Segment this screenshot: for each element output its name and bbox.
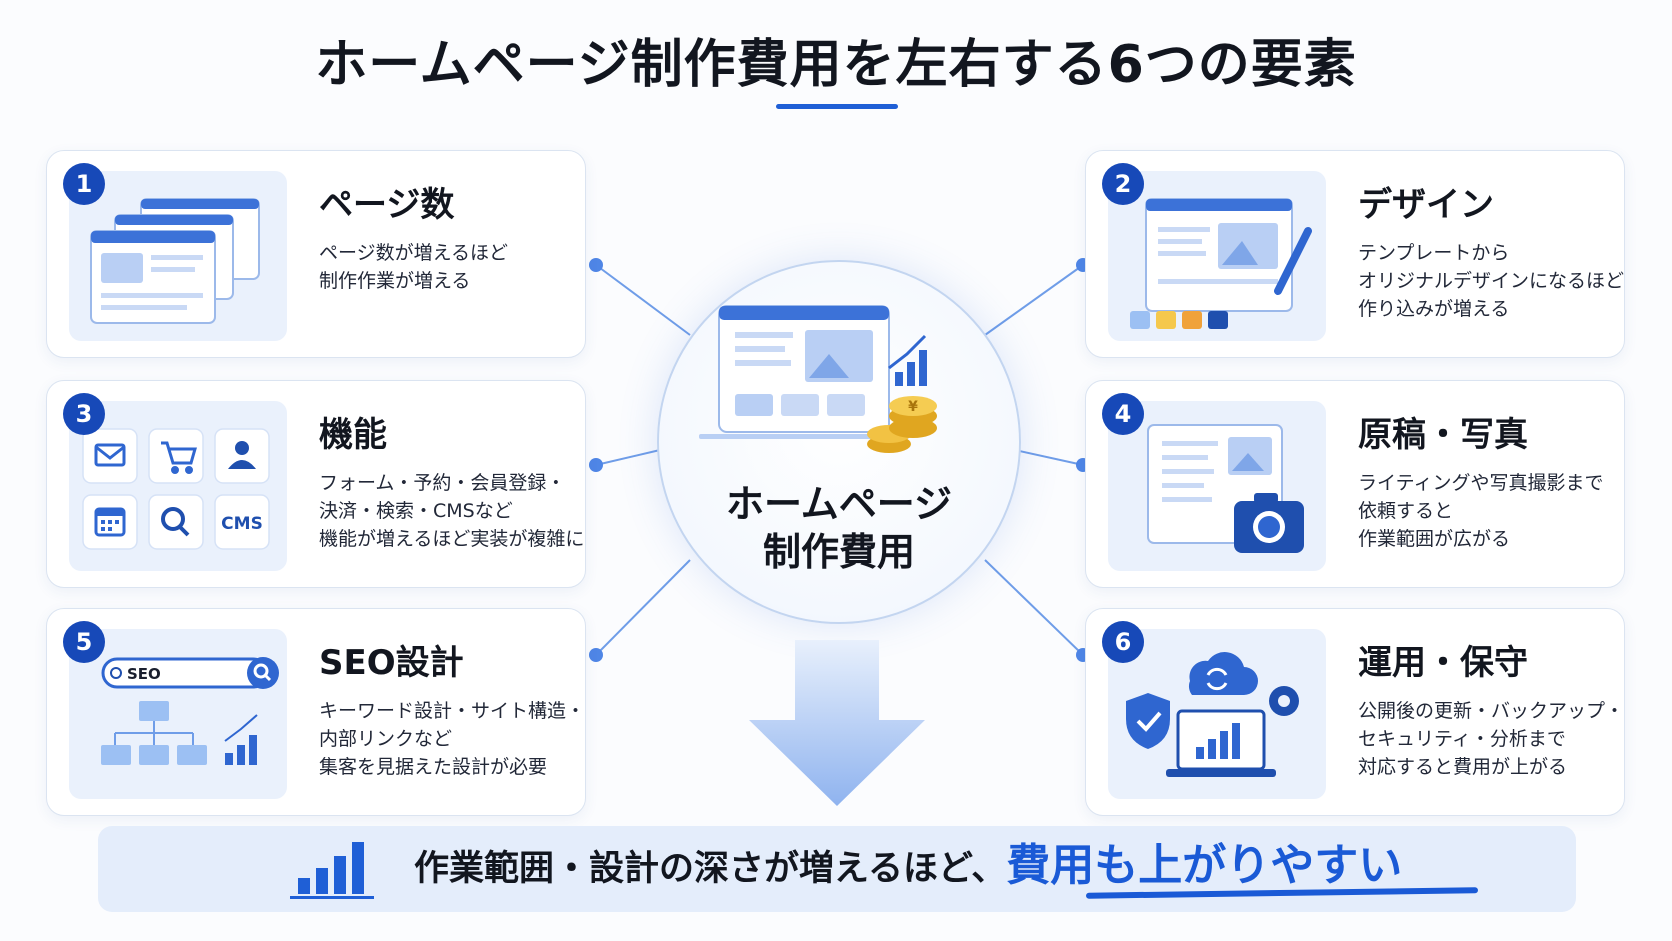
search-icon — [161, 507, 190, 537]
desc-line: 制作作業が増える — [319, 270, 471, 292]
card-operations-maintenance: 6 — [1085, 608, 1625, 816]
desc-line: 対応すると費用が上がる — [1358, 756, 1568, 778]
website-cost-illustration: ¥ — [699, 305, 937, 453]
coins-icon: ¥ — [867, 396, 937, 453]
desc-line: セキュリティ・分析まで — [1358, 728, 1566, 750]
banner-main-text: 作業範囲・設計の深さが増えるほど、 — [414, 849, 1007, 889]
mail-icon — [94, 443, 126, 467]
pages-illustration — [69, 171, 287, 341]
user-icon — [228, 441, 256, 469]
title-underline — [776, 104, 898, 109]
svg-text:¥: ¥ — [908, 399, 918, 415]
magnifier-icon — [247, 657, 279, 689]
summary-banner: 作業範囲・設計の深さが増えるほど、費用も上がりやすい — [98, 826, 1576, 912]
card-title: SEO設計 — [319, 643, 464, 683]
desc-line: オリジナルデザインになるほど — [1358, 270, 1625, 292]
card-description: キーワード設計・サイト構造・ 内部リンクなど 集客を見据えた設計が必要 — [319, 697, 586, 781]
center-label-line: ホームページ — [725, 482, 953, 526]
desc-line: テンプレートから — [1358, 242, 1510, 264]
desc-line: 依頼すると — [1358, 500, 1454, 522]
card-title: ページ数 — [319, 185, 455, 225]
desc-line: ページ数が増えるほど — [319, 242, 509, 264]
desc-line: ライティングや写真撮影まで — [1358, 472, 1604, 494]
card-number-badge: 2 — [1102, 163, 1144, 205]
desc-line: 作業範囲が広がる — [1358, 528, 1511, 550]
down-arrow-icon — [749, 640, 925, 806]
card-description: フォーム・予約・会員登録・ 決済・検索・CMSなど 機能が増えるほど実装が複雑に — [319, 469, 585, 553]
desc-line: 機能が増えるほど実装が複雑に — [319, 528, 585, 550]
center-hub: ¥ ホームページ 制作費用 — [657, 260, 1021, 624]
card-number-badge: 1 — [63, 163, 105, 205]
cms-label: CMS — [221, 514, 263, 534]
banner-text: 作業範囲・設計の深さが増えるほど、費用も上がりやすい — [414, 838, 1402, 897]
card-title: 機能 — [319, 415, 387, 455]
seo-illustration: SEO — [69, 629, 287, 799]
camera-icon — [1234, 493, 1304, 553]
center-label-line: 制作費用 — [762, 530, 915, 574]
desc-line: 集客を見据えた設計が必要 — [319, 756, 548, 778]
card-number-badge: 6 — [1102, 621, 1144, 663]
desc-line: 作り込みが増える — [1358, 298, 1510, 320]
features-illustration: CMS — [69, 401, 287, 571]
card-title: 運用・保守 — [1358, 643, 1528, 683]
card-page-count: 1 ページ数 ページ数が増えるほど 制作作業が増える — [46, 150, 586, 358]
desc-line: 公開後の更新・バックアップ・ — [1358, 700, 1625, 722]
gear-icon — [1269, 686, 1299, 716]
card-description: テンプレートから オリジナルデザインになるほど 作り込みが増える — [1358, 239, 1625, 323]
center-label: ホームページ 制作費用 — [659, 480, 1019, 576]
desc-line: フォーム・予約・会員登録・ — [319, 472, 566, 494]
card-content-photos: 4 原稿・写真 ライティングや写真撮影まで 依頼すると 作業範囲が広がる — [1085, 380, 1625, 588]
maintenance-illustration — [1108, 629, 1326, 799]
desc-line: 内部リンクなど — [319, 728, 453, 750]
card-features: 3 — [46, 380, 586, 588]
laptop-icon — [1166, 709, 1276, 777]
shield-icon — [1126, 693, 1170, 749]
banner-highlight: 費用も上がりやすい — [1006, 840, 1403, 891]
cloud-sync-icon — [1188, 652, 1258, 695]
design-illustration — [1108, 171, 1326, 341]
card-number-badge: 4 — [1102, 393, 1144, 435]
card-description: 公開後の更新・バックアップ・ セキュリティ・分析まで 対応すると費用が上がる — [1358, 697, 1625, 781]
card-number-badge: 3 — [63, 393, 105, 435]
card-description: ページ数が増えるほど 制作作業が増える — [319, 239, 581, 295]
card-title: デザイン — [1358, 185, 1494, 225]
card-design: 2 デザイン テンプレートから オリジナルデザインになるほど 作り込みが増える — [1085, 150, 1625, 358]
page-title: ホームページ制作費用を左右する6つの要素 — [315, 35, 1357, 95]
card-title: 原稿・写真 — [1358, 415, 1528, 455]
desc-line: 決済・検索・CMSなど — [319, 500, 513, 522]
card-seo-design: 5 SEO — [46, 608, 586, 816]
content-photo-illustration — [1108, 401, 1326, 571]
card-description: ライティングや写真撮影まで 依頼すると 作業範囲が広がる — [1358, 469, 1620, 553]
search-bar-label: SEO — [127, 665, 161, 683]
desc-line: キーワード設計・サイト構造・ — [319, 700, 586, 722]
cart-icon — [161, 441, 197, 474]
calendar-icon — [94, 507, 126, 537]
card-number-badge: 5 — [63, 621, 105, 663]
bar-chart-icon — [290, 842, 374, 899]
